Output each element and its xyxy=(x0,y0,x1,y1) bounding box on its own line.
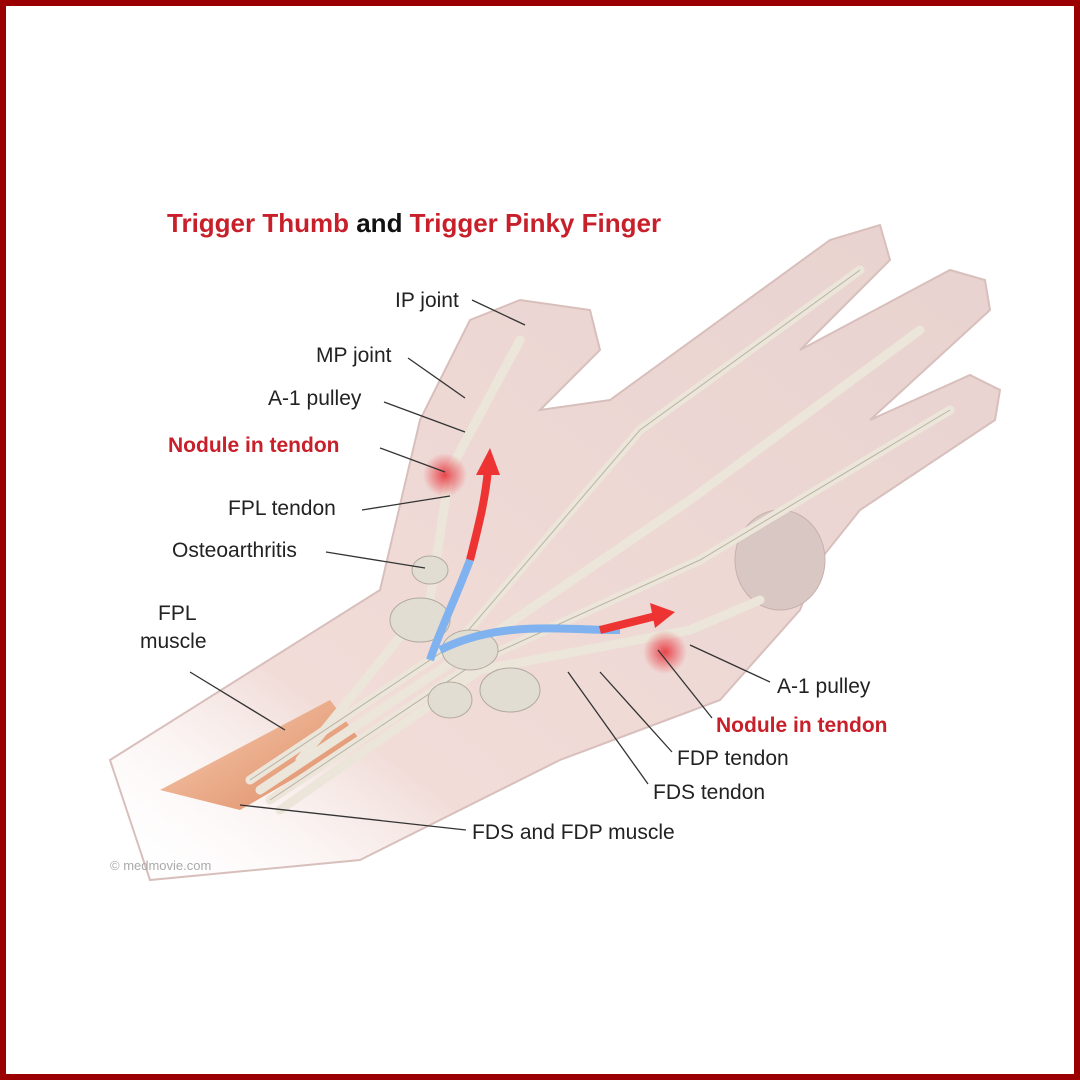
label-nodule-thumb: Nodule in tendon xyxy=(168,434,340,457)
fds-fdp-muscle xyxy=(160,700,360,810)
thumb-arrow-red xyxy=(466,469,492,561)
label-ip-joint: IP joint xyxy=(395,289,459,312)
label-fpl-tendon: FPL tendon xyxy=(228,497,336,520)
label-a1-pulley-thumb: A-1 pulley xyxy=(268,387,362,410)
label-fdp-tendon: FDP tendon xyxy=(677,747,789,770)
title-trigger-pinky: Trigger Pinky Finger xyxy=(409,208,662,238)
title-trigger-thumb: Trigger Thumb xyxy=(167,208,349,238)
diagram-title: Trigger Thumb and Trigger Pinky Finger xyxy=(167,208,661,239)
pinky-arrow-blue xyxy=(438,624,621,654)
pinky-arrow-head xyxy=(650,603,675,628)
pinky-finger xyxy=(734,509,826,611)
leader-lines xyxy=(189,299,771,831)
label-nodule-pinky: Nodule in tendon xyxy=(716,714,888,737)
pinky-arrow-red xyxy=(599,611,661,634)
tendons-outline xyxy=(249,269,951,801)
watermark: © medmovie.com xyxy=(110,858,212,873)
thumb-arrow-blue xyxy=(426,558,474,662)
label-mp-joint: MP joint xyxy=(316,344,392,367)
label-osteoarthritis: Osteoarthritis xyxy=(172,539,297,562)
label-fds-fdp-muscle: FDS and FDP muscle xyxy=(472,821,675,844)
label-a1-pulley-pinky: A-1 pulley xyxy=(777,675,871,698)
label-fpl-muscle-line2: muscle xyxy=(140,630,207,653)
nodule-pinky xyxy=(643,630,687,674)
thumb-arrow-head xyxy=(476,448,500,475)
label-fds-tendon: FDS tendon xyxy=(653,781,766,804)
nodule-thumb xyxy=(423,453,467,497)
label-fpl-muscle-line1: FPL xyxy=(158,602,197,625)
title-and: and xyxy=(349,208,410,238)
